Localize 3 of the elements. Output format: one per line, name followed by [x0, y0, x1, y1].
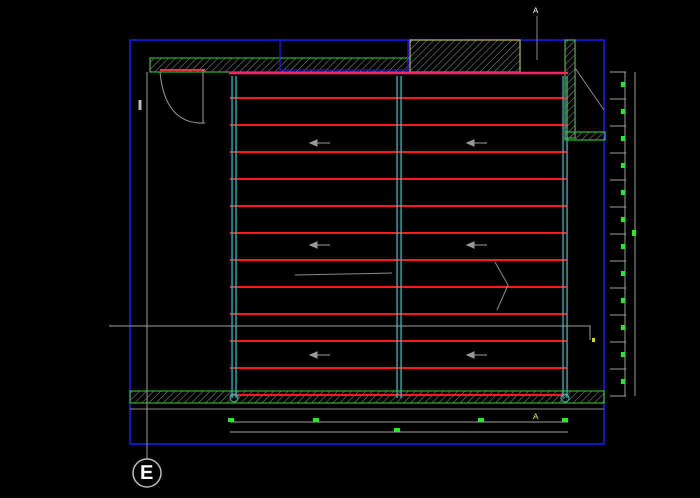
section-marker: A [533, 413, 538, 421]
grid-axis-label: E [140, 463, 154, 483]
section-marker: A [533, 7, 538, 15]
